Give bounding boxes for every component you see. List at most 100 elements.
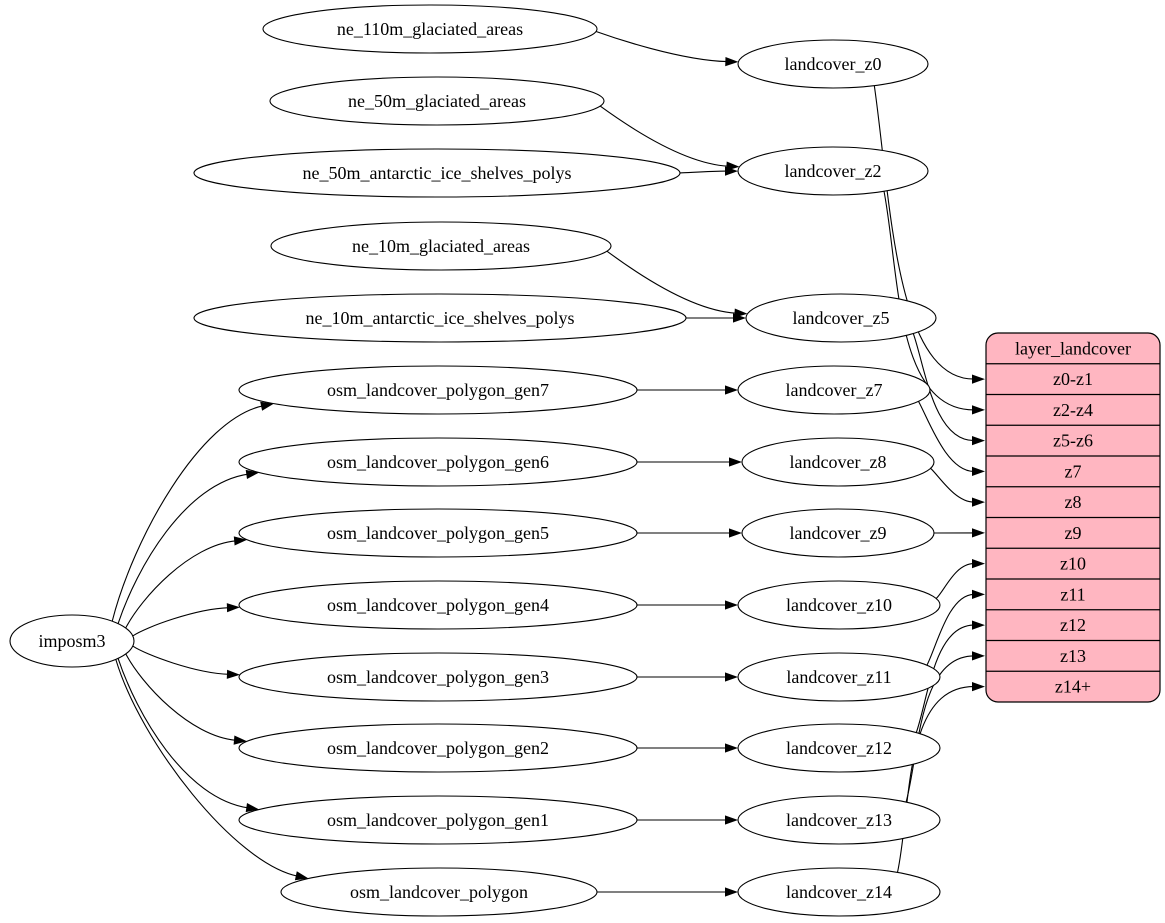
- node-label: ne_50m_antarctic_ice_shelves_polys: [303, 163, 572, 183]
- node-ellipse: [269, 76, 605, 126]
- node-label: osm_landcover_polygon_gen1: [327, 810, 549, 830]
- edge-ne_50m_antarctic_ice_shelves_polys-to-landcover_z2: [679, 166, 738, 176]
- node-ne_50m_glaciated_areas: ne_50m_glaciated_areas: [269, 76, 605, 126]
- edges: [111, 30, 985, 897]
- node-label: landcover_z8: [790, 452, 887, 472]
- node-label: landcover_z12: [786, 738, 892, 758]
- record-row-z12: z12: [1060, 615, 1086, 635]
- node-ellipse: [238, 437, 638, 487]
- arrowhead-icon: [972, 559, 985, 569]
- node-label: landcover_z5: [793, 308, 890, 328]
- node-landcover_z2: landcover_z2: [737, 146, 929, 196]
- node-label: ne_10m_glaciated_areas: [352, 236, 530, 256]
- node-label: ne_50m_glaciated_areas: [348, 91, 526, 111]
- arrowhead-icon: [972, 682, 985, 692]
- edge-landcover_z11-to-layer_landcover.z11: [926, 589, 985, 666]
- node-landcover_z7: landcover_z7: [737, 365, 931, 415]
- node-label: osm_landcover_polygon_gen2: [327, 738, 549, 758]
- arrowhead-icon: [725, 743, 738, 753]
- node-landcover_z8: landcover_z8: [741, 437, 935, 487]
- arrowhead-icon: [972, 651, 985, 661]
- node-osm_landcover_polygon_gen5: osm_landcover_polygon_gen5: [238, 508, 638, 558]
- arrowhead-icon: [294, 871, 309, 881]
- node-osm_landcover_polygon_gen3: osm_landcover_polygon_gen3: [238, 652, 638, 702]
- edge-imposm3-to-osm_landcover_polygon_gen4: [132, 603, 240, 637]
- record-row-z14+: z14+: [1055, 677, 1091, 697]
- node-landcover_z14: landcover_z14: [737, 867, 941, 917]
- node-ellipse: [737, 365, 931, 415]
- node-label: landcover_z9: [790, 523, 887, 543]
- node-ellipse: [270, 221, 612, 271]
- node-label: ne_110m_glaciated_areas: [337, 19, 523, 39]
- record-row-z13: z13: [1060, 646, 1086, 666]
- edge-imposm3-to-osm_landcover_polygon: [115, 659, 309, 881]
- edge-osm_landcover_polygon-to-landcover_z14: [596, 887, 738, 897]
- node-ellipse: [238, 795, 638, 845]
- node-label: landcover_z14: [786, 882, 892, 902]
- node-ellipse: [238, 365, 638, 415]
- record-row-z2-z4: z2-z4: [1053, 400, 1093, 420]
- arrowhead-icon: [233, 536, 248, 546]
- edge-landcover_z13-to-layer_landcover.z13: [905, 651, 985, 803]
- edge-imposm3-to-osm_landcover_polygon_gen7: [111, 401, 274, 622]
- node-landcover_z0: landcover_z0: [737, 39, 929, 89]
- edge-osm_landcover_polygon_gen5-to-landcover_z9: [637, 528, 742, 538]
- node-ellipse: [741, 437, 935, 487]
- record-row-z9: z9: [1065, 523, 1082, 543]
- node-ellipse: [238, 580, 638, 630]
- node-ne_110m_glaciated_areas: ne_110m_glaciated_areas: [262, 4, 598, 54]
- arrowhead-icon: [972, 436, 985, 446]
- node-osm_landcover_polygon_gen1: osm_landcover_polygon_gen1: [238, 795, 638, 845]
- node-osm_landcover_polygon_gen7: osm_landcover_polygon_gen7: [238, 365, 638, 415]
- node-label: osm_landcover_polygon_gen6: [327, 452, 549, 472]
- arrowhead-icon: [725, 385, 738, 395]
- arrowhead-icon: [729, 528, 742, 538]
- node-ne_10m_glaciated_areas: ne_10m_glaciated_areas: [270, 221, 612, 271]
- node-ellipse: [737, 867, 941, 917]
- arrowhead-icon: [972, 374, 985, 384]
- node-landcover_z5: landcover_z5: [745, 293, 937, 343]
- arrowhead-icon: [972, 497, 985, 507]
- node-landcover_z11: landcover_z11: [737, 652, 941, 702]
- node-label: ne_10m_antarctic_ice_shelves_polys: [306, 308, 575, 328]
- node-ellipse: [737, 795, 941, 845]
- edge-osm_landcover_polygon_gen2-to-landcover_z12: [636, 743, 738, 753]
- arrowhead-icon: [725, 815, 738, 825]
- node-ellipse: [262, 4, 598, 54]
- node-osm_landcover_polygon: osm_landcover_polygon: [280, 867, 598, 917]
- edge-osm_landcover_polygon_gen3-to-landcover_z11: [637, 672, 738, 682]
- node-ellipse: [193, 148, 681, 198]
- record-row-z0-z1: z0-z1: [1053, 369, 1093, 389]
- node-osm_landcover_polygon_gen6: osm_landcover_polygon_gen6: [238, 437, 638, 487]
- edge-osm_landcover_polygon_gen4-to-landcover_z10: [637, 600, 738, 610]
- node-osm_landcover_polygon_gen2: osm_landcover_polygon_gen2: [238, 723, 638, 773]
- edge-landcover_z12-to-layer_landcover.z12: [915, 620, 985, 733]
- edge-osm_landcover_polygon_gen6-to-landcover_z8: [637, 457, 742, 467]
- arrowhead-icon: [733, 313, 746, 323]
- nodes: imposm3ne_110m_glaciated_areasne_50m_gla…: [9, 4, 1161, 917]
- node-label: osm_landcover_polygon_gen4: [327, 595, 549, 615]
- record-row-z8: z8: [1065, 492, 1082, 512]
- node-ellipse: [737, 146, 929, 196]
- record-row-z11: z11: [1060, 584, 1085, 604]
- edge-imposm3-to-osm_landcover_polygon_gen5: [125, 536, 248, 629]
- record-row-z5-z6: z5-z6: [1053, 431, 1093, 451]
- arrowhead-icon: [226, 669, 240, 679]
- arrowhead-icon: [725, 166, 738, 176]
- node-landcover_z12: landcover_z12: [737, 723, 941, 773]
- node-ellipse: [238, 652, 638, 702]
- node-ellipse: [238, 723, 638, 773]
- node-ne_50m_antarctic_ice_shelves_polys: ne_50m_antarctic_ice_shelves_polys: [193, 148, 681, 198]
- node-ellipse: [737, 723, 941, 773]
- node-ne_10m_antarctic_ice_shelves_polys: ne_10m_antarctic_ice_shelves_polys: [193, 293, 687, 343]
- edge-landcover_z9-to-layer_landcover.z9: [933, 528, 985, 538]
- node-ellipse: [238, 508, 638, 558]
- edge-landcover_z0-to-layer_landcover.z0-z1: [873, 85, 985, 384]
- node-ellipse: [9, 614, 135, 668]
- node-label: osm_landcover_polygon_gen3: [327, 667, 549, 687]
- edge-osm_landcover_polygon_gen7-to-landcover_z7: [637, 385, 738, 395]
- edge-landcover_z5-to-layer_landcover.z5-z6: [912, 333, 985, 446]
- node-ellipse: [737, 580, 941, 630]
